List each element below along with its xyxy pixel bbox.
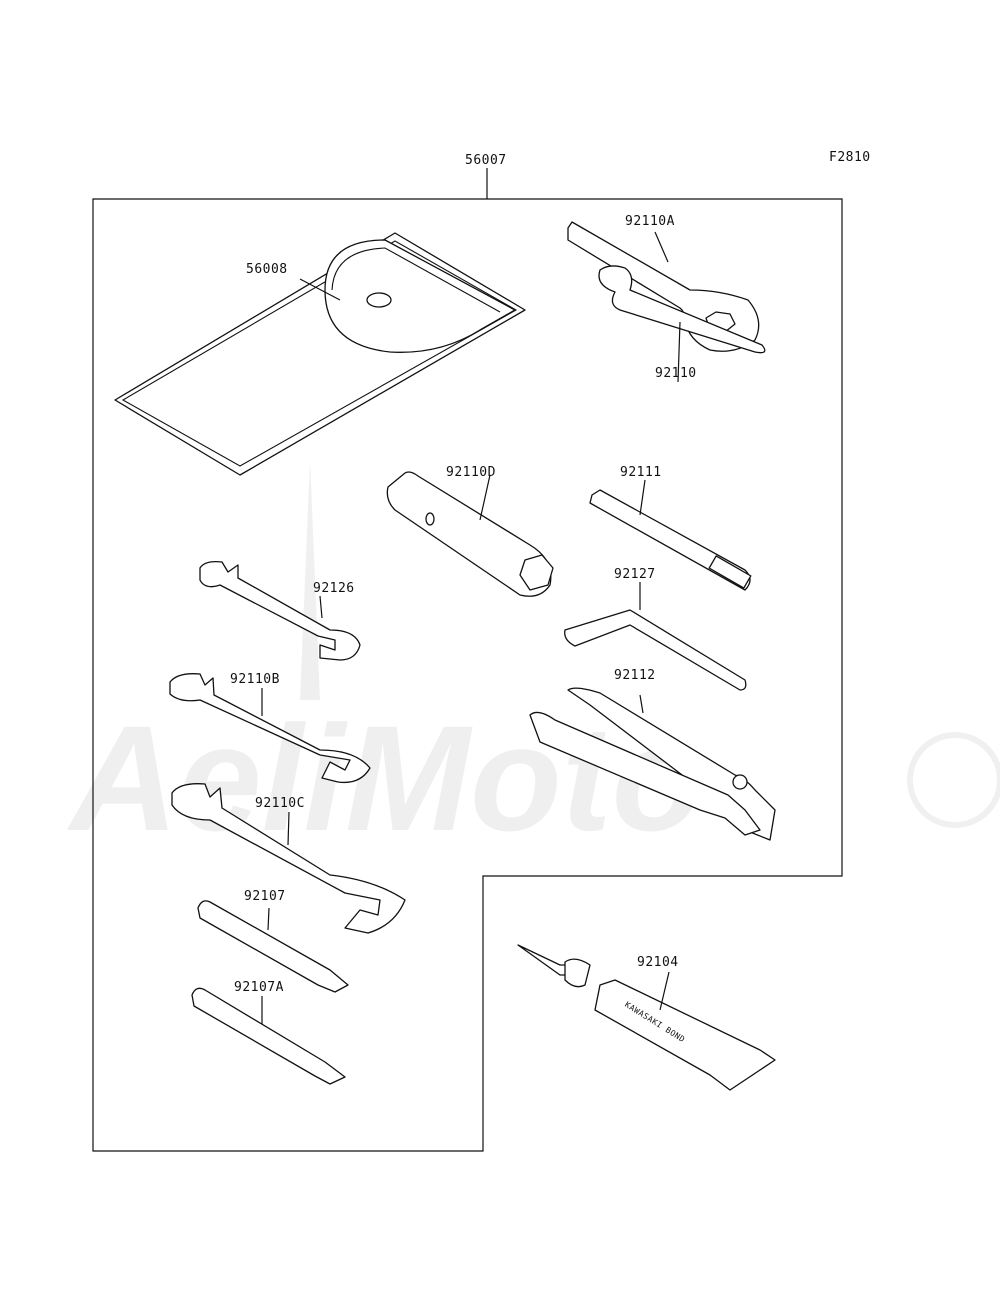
- part-label-92111: 92111: [620, 465, 662, 480]
- watermark-text: AeliMoto: [66, 694, 703, 862]
- bit-92107: [197, 900, 349, 993]
- hex-key-92127: [564, 582, 747, 691]
- assembly-label: 56007: [465, 153, 507, 168]
- part-label-92127: 92127: [614, 567, 656, 582]
- handle-92111: [589, 479, 752, 591]
- watermark: AeliMoto: [66, 460, 1000, 862]
- box-wrench-92110D: [386, 471, 554, 597]
- wrench-92110C: [171, 783, 406, 934]
- part-label-92126: 92126: [313, 581, 355, 596]
- spanner-92110: [598, 265, 766, 383]
- assembly-boundary: [92, 198, 843, 1152]
- part-label-92104: 92104: [637, 955, 679, 970]
- pliers-92112: [529, 687, 776, 841]
- part-label-92110C: 92110C: [255, 796, 305, 811]
- figure-code: F2810: [829, 150, 871, 165]
- part-label-92110A: 92110A: [625, 214, 675, 229]
- part-label-92107A: 92107A: [234, 980, 284, 995]
- wrench-92110B: [169, 673, 371, 784]
- part-label-56008: 56008: [246, 262, 288, 277]
- part-label-92112: 92112: [614, 668, 656, 683]
- bond-tube-92104: [517, 944, 776, 1091]
- part-label-92110: 92110: [655, 366, 697, 381]
- part-label-92107: 92107: [244, 889, 286, 904]
- wrench-92126: [199, 560, 361, 661]
- tool-bag-56008: [114, 232, 526, 476]
- part-label-92110B: 92110B: [230, 672, 280, 687]
- bit-92107A: [191, 987, 346, 1085]
- part-label-92110D: 92110D: [446, 465, 496, 480]
